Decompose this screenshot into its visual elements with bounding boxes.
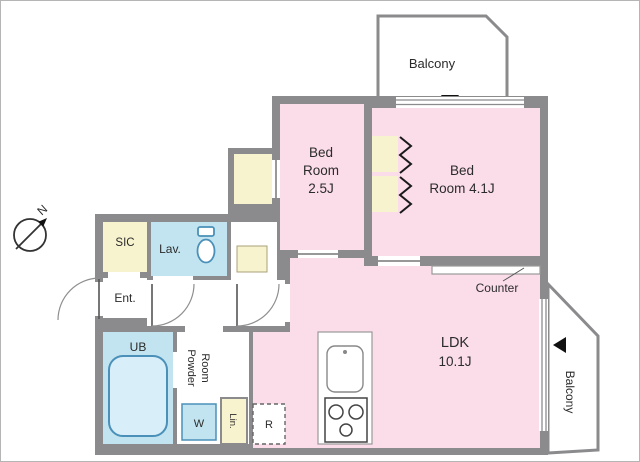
bedroom-4-1j-label-line1: Bed bbox=[450, 163, 474, 178]
burner-icon-3 bbox=[339, 423, 353, 437]
entrance-label: Ent. bbox=[114, 291, 135, 305]
counter-leader-line bbox=[502, 267, 525, 282]
bedroom-door-openings bbox=[298, 250, 420, 266]
burner-icon-2 bbox=[348, 404, 364, 420]
folding-door-icon-upper bbox=[398, 136, 413, 174]
bedroom-2-5j-label-line2: Room bbox=[303, 163, 339, 178]
refrigerator-label: R bbox=[265, 419, 273, 431]
lavatory-door-gap bbox=[153, 276, 193, 280]
room-bedroom-2-5j: Bed Room 2.5J bbox=[280, 104, 364, 250]
bathtub-icon bbox=[108, 355, 168, 437]
washer-icon bbox=[181, 403, 217, 441]
balcony-top: Balcony bbox=[376, 14, 509, 108]
entrance-door-arc-icon bbox=[57, 277, 101, 321]
counter: Counter bbox=[431, 265, 541, 295]
balcony-right: Balcony bbox=[546, 280, 600, 455]
hallway bbox=[147, 222, 290, 332]
folding-door-icon-lower bbox=[398, 176, 413, 214]
bedroom-4-1j-closet-upper bbox=[372, 136, 398, 172]
balcony-top-label: Balcony bbox=[409, 56, 456, 71]
powder-room-label-line1: Powder bbox=[185, 349, 197, 387]
balcony-top-outline bbox=[376, 14, 509, 102]
bedroom-4-1j-label-line2: Room 4.1J bbox=[429, 181, 494, 196]
unit-bath-door-gap bbox=[173, 352, 177, 388]
room-unit-bath: UB bbox=[103, 332, 177, 444]
window-east bbox=[539, 299, 548, 431]
ldk-door-gap bbox=[285, 284, 290, 322]
window-east-gap bbox=[539, 299, 548, 431]
entrance-floor bbox=[103, 278, 147, 318]
sic-floor bbox=[103, 222, 147, 272]
hallway-floor bbox=[147, 280, 285, 326]
window-north bbox=[396, 97, 524, 108]
powder-room-door-gap bbox=[185, 326, 223, 332]
lavatory-door-arc-icon bbox=[151, 283, 195, 327]
ldk-label-line1: LDK bbox=[441, 335, 470, 351]
room-entrance: Ent. bbox=[57, 277, 147, 321]
sink-icon bbox=[326, 345, 364, 393]
counter-label: Counter bbox=[476, 281, 519, 295]
closet-linen: Lin. bbox=[220, 397, 248, 445]
kitchen bbox=[317, 331, 373, 445]
toilet-bowl-icon bbox=[196, 238, 216, 264]
linen-label: Lin. bbox=[227, 413, 238, 428]
window-north-gap bbox=[396, 97, 524, 108]
stove-icon bbox=[324, 397, 368, 443]
nook-door-arc-icon bbox=[236, 283, 280, 327]
unit-bath-label: UB bbox=[130, 340, 147, 354]
room-lavatory: Lav. bbox=[151, 222, 227, 276]
compass-circle-icon bbox=[13, 218, 47, 252]
washer-label: W bbox=[194, 418, 205, 430]
balcony-right-label: Balcony bbox=[563, 371, 577, 414]
room-sic: SIC bbox=[103, 222, 147, 278]
ldk-label-line2: 10.1J bbox=[438, 354, 471, 369]
faucet-icon bbox=[343, 350, 347, 354]
ldk-floor-a bbox=[290, 258, 364, 268]
bedroom-2-5j-label-line1: Bed bbox=[309, 145, 333, 160]
lavatory-label: Lav. bbox=[159, 242, 181, 256]
bedroom-2-5j-floor bbox=[280, 104, 364, 250]
toilet-tank-icon bbox=[197, 226, 215, 237]
sic-door-gap bbox=[108, 272, 140, 278]
compass-arrowhead-icon bbox=[38, 218, 47, 227]
bedroom-2-5j-label-line3: 2.5J bbox=[308, 181, 334, 196]
room-bedroom-4-1j: Bed Room 4.1J bbox=[372, 108, 540, 256]
closet-bedroom-2-5j bbox=[234, 154, 280, 204]
sic-label: SIC bbox=[115, 237, 134, 249]
powder-room-label-line2: Room bbox=[199, 353, 211, 382]
closet-2-5j-floor bbox=[234, 154, 272, 204]
bedroom-4-1j-closet-lower bbox=[372, 176, 398, 212]
compass-needle-icon bbox=[15, 220, 45, 250]
refrigerator-icon bbox=[252, 403, 286, 445]
refrigerator-space: R bbox=[252, 403, 286, 445]
linen-floor bbox=[220, 397, 248, 445]
bedroom-4-1j-floor bbox=[372, 108, 540, 256]
counter-strip bbox=[431, 265, 541, 275]
balcony-right-direction-arrow-icon bbox=[553, 337, 566, 353]
burner-icon-1 bbox=[328, 404, 344, 420]
storage-nook-cabinet bbox=[236, 245, 268, 273]
